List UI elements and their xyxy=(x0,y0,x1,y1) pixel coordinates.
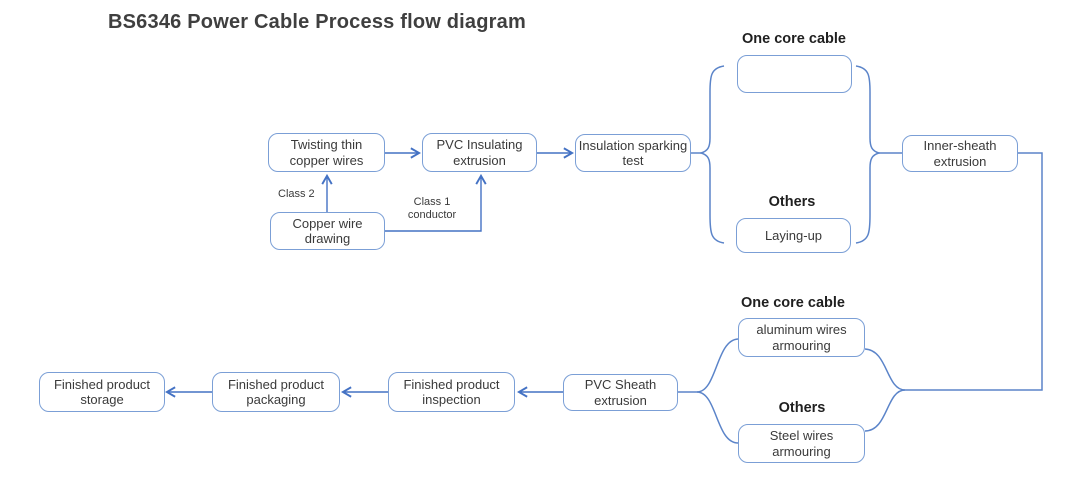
fork-armouring-right-top xyxy=(864,348,906,391)
node-label: Laying-up xyxy=(764,227,823,243)
node-label: Copper wire drawing xyxy=(292,215,363,247)
edge-label-class-1-conductor: Class 1 conductor xyxy=(407,196,457,221)
node-finished-product-storage: Finished product storage xyxy=(39,372,165,412)
node-label: Finished product storage xyxy=(53,376,151,408)
node-aluminum-wires-armouring: aluminum wires armouring xyxy=(738,318,865,357)
node-label: Steel wires armouring xyxy=(769,428,834,459)
node-insulation-sparking-test: Insulation sparking test xyxy=(575,134,691,172)
diagram-title: BS6346 Power Cable Process flow diagram xyxy=(108,11,526,33)
node-pvc-sheath-extrusion: PVC Sheath extrusion xyxy=(563,374,678,411)
node-laying-up: Laying-up xyxy=(736,218,851,253)
fork-pvc-sheath-top xyxy=(696,338,739,393)
edge-label-class-2: Class 2 xyxy=(278,188,315,200)
node-label: aluminum wires armouring xyxy=(756,322,847,353)
node-label: Twisting thin copper wires xyxy=(289,137,364,168)
node-label: PVC Insulating extrusion xyxy=(436,137,523,168)
fork-pvc-sheath-bottom xyxy=(696,391,739,444)
connector-inner-sheath-to-armouring xyxy=(905,152,1043,391)
node-steel-wires-armouring: Steel wires armouring xyxy=(738,424,865,463)
node-pvc-insulating-extrusion: PVC Insulating extrusion xyxy=(422,133,537,172)
node-label: Insulation sparking test xyxy=(578,137,688,169)
fork-armouring-right-bottom xyxy=(864,389,906,432)
node-copper-wire-drawing: Copper wire drawing xyxy=(270,212,385,250)
branch-label-one-core-cable-bottom: One core cable xyxy=(741,295,845,311)
branch-label-others-bottom: Others xyxy=(778,400,826,416)
node-label: Inner-sheath extrusion xyxy=(923,138,997,169)
node-finished-product-inspection: Finished product inspection xyxy=(388,372,515,412)
node-label: PVC Sheath extrusion xyxy=(584,377,657,408)
brace-merge-top-group xyxy=(855,65,882,244)
brace-split-top-group xyxy=(698,65,725,244)
node-inner-sheath-extrusion: Inner-sheath extrusion xyxy=(902,135,1018,172)
branch-label-one-core-cable-top: One core cable xyxy=(742,31,846,47)
node-one-core-cable-symbol xyxy=(737,55,852,93)
node-twisting-thin-copper-wires: Twisting thin copper wires xyxy=(268,133,385,172)
node-finished-product-packaging: Finished product packaging xyxy=(212,372,340,412)
node-label: Finished product inspection xyxy=(403,376,500,408)
node-label: Finished product packaging xyxy=(227,376,325,408)
branch-label-others-top: Others xyxy=(768,194,816,210)
